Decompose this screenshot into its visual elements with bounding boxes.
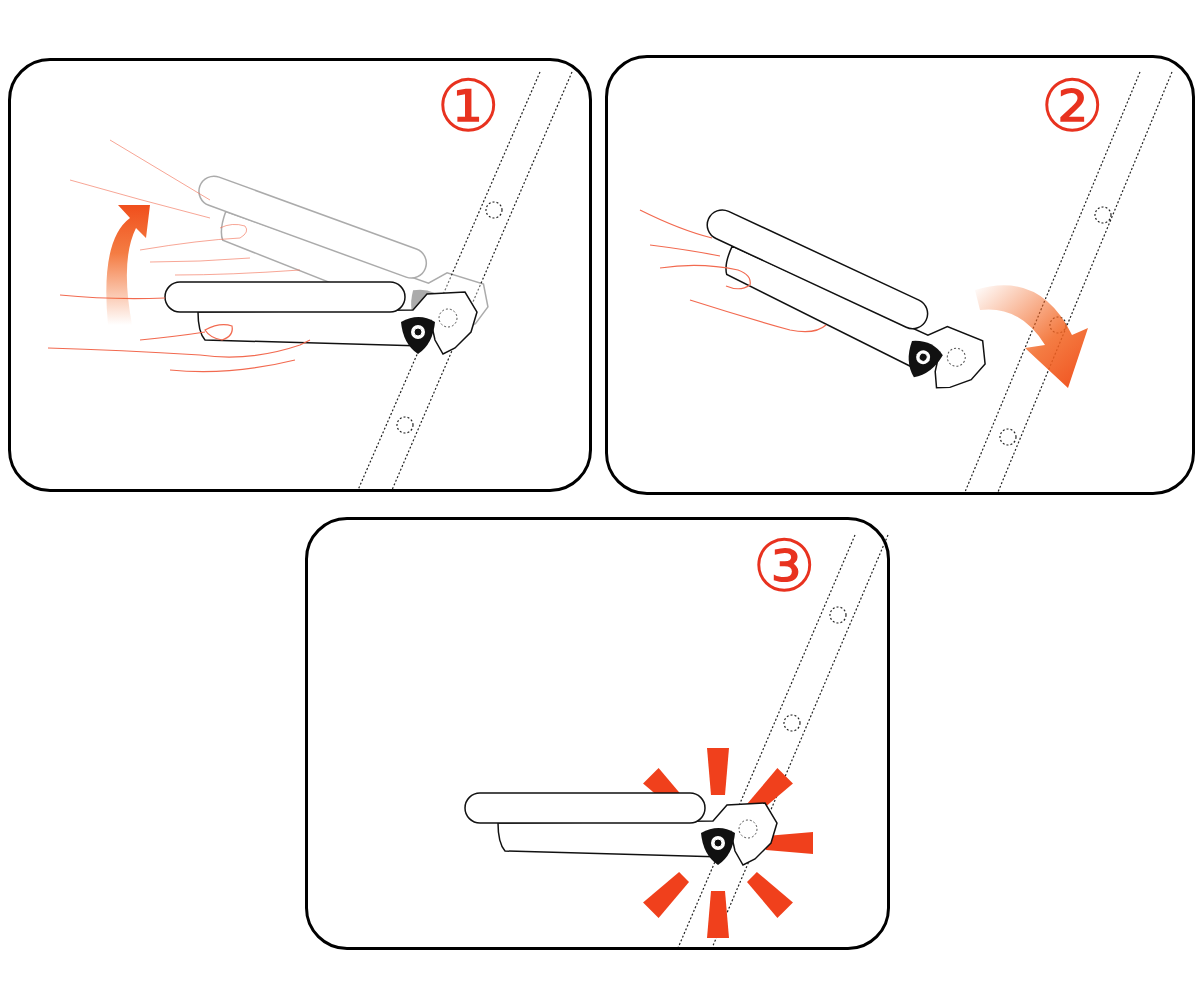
step-number: ② [1040, 70, 1105, 142]
footrest [165, 282, 477, 354]
burst-ray [747, 872, 793, 918]
ghost-hand [70, 140, 300, 275]
step-number: ① [436, 70, 501, 142]
hand [48, 295, 310, 372]
hand [640, 210, 826, 332]
burst-ray [707, 891, 729, 938]
burst-ray [707, 748, 729, 795]
footrest [465, 793, 777, 865]
rotate-arrow [975, 285, 1088, 388]
step-panel: ① [8, 58, 592, 492]
rotate-arrow [106, 205, 150, 325]
burst-ray [643, 872, 689, 918]
footrest [685, 205, 998, 402]
step-panel: ③ [305, 517, 890, 950]
step-panel: ② [605, 55, 1195, 495]
step-number: ③ [752, 530, 817, 602]
